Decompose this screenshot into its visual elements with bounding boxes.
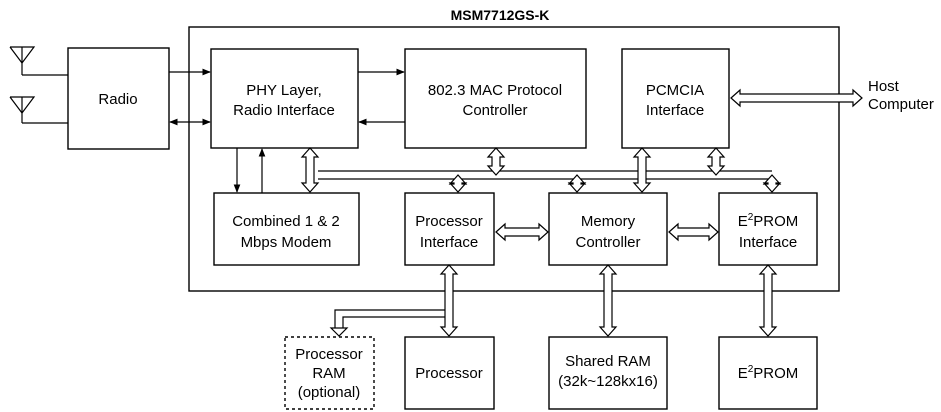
processor-interface-block: Processor Interface xyxy=(404,192,495,266)
eeprom-bus-arrow xyxy=(758,264,778,337)
processor-block: Processor xyxy=(404,336,495,410)
eeprom-interface-bus-arrow xyxy=(762,174,782,193)
svg-text:Interface: Interface xyxy=(739,234,797,251)
processor-ram-bus-arrowhead xyxy=(329,327,349,337)
pcmcia-interface-block: PCMCIA Interface xyxy=(621,48,730,149)
memory-controller-block: Memory Controller xyxy=(548,192,668,266)
antenna-icon xyxy=(9,96,68,124)
processor-bus-arrow xyxy=(439,264,459,337)
svg-text:RAM: RAM xyxy=(312,365,345,382)
svg-text:Interface: Interface xyxy=(646,102,704,119)
mac-bus-arrow xyxy=(486,147,506,176)
phy-layer-block: PHY Layer, Radio Interface xyxy=(210,48,359,149)
svg-text:Shared RAM: Shared RAM xyxy=(565,353,651,370)
modem-block: Combined 1 & 2 Mbps Modem xyxy=(213,192,360,266)
svg-text:802.3 MAC Protocol: 802.3 MAC Protocol xyxy=(428,82,562,99)
svg-text:E2PROM: E2PROM xyxy=(738,364,799,382)
svg-text:Processor: Processor xyxy=(295,346,363,363)
svg-text:Mbps Modem: Mbps Modem xyxy=(241,234,332,251)
svg-text:Controller: Controller xyxy=(575,234,640,251)
svg-text:(32k~128kx16): (32k~128kx16) xyxy=(558,373,658,390)
processor-ram-block: Processor RAM (optional) xyxy=(284,336,375,410)
shared-ram-bus-arrow xyxy=(598,264,618,337)
bus-arrows xyxy=(300,88,863,337)
svg-text:Controller: Controller xyxy=(462,102,527,119)
memory-controller-pcmcia-bus-arrow xyxy=(632,147,652,193)
shared-ram-block: Shared RAM (32k~128kx16) xyxy=(548,336,668,410)
pcmcia-bus-arrow xyxy=(706,147,726,176)
procif-memctrl-bus-arrow xyxy=(495,222,549,242)
svg-text:Processor: Processor xyxy=(415,365,483,382)
svg-text:Processor: Processor xyxy=(415,213,483,230)
svg-text:Combined 1 & 2: Combined 1 & 2 xyxy=(232,213,340,230)
svg-text:Radio: Radio xyxy=(98,91,137,108)
memory-controller-bus-arrow xyxy=(567,174,587,193)
memctrl-eeprom-if-bus-arrow xyxy=(668,222,719,242)
pcmcia-host-bus-arrow xyxy=(730,88,863,108)
svg-text:Interface: Interface xyxy=(420,234,478,251)
svg-text:Radio Interface: Radio Interface xyxy=(233,102,335,119)
processor-ram-branch-bus xyxy=(334,309,445,328)
internal-data-bus xyxy=(318,170,772,180)
svg-text:Memory: Memory xyxy=(581,213,636,230)
host-computer-label: Host xyxy=(868,78,900,95)
processor-interface-bus-arrow xyxy=(448,174,468,193)
host-computer-label: Computer xyxy=(868,96,934,113)
chip-title: MSM7712GS-K xyxy=(451,7,550,23)
svg-text:PHY Layer,: PHY Layer, xyxy=(246,82,322,99)
radio-block: Radio xyxy=(67,47,170,150)
svg-text:E2PROM: E2PROM xyxy=(738,212,799,230)
mac-controller-block: 802.3 MAC Protocol Controller xyxy=(404,48,587,149)
phy-modem-bus-arrow xyxy=(300,147,320,193)
eeprom-interface-block: E2PROM Interface xyxy=(718,192,818,266)
svg-text:PCMCIA: PCMCIA xyxy=(646,82,704,99)
eeprom-block: E2PROM xyxy=(718,336,818,410)
svg-text:(optional): (optional) xyxy=(298,384,361,401)
chip-boundary xyxy=(188,26,840,292)
antenna-icon xyxy=(9,46,68,76)
